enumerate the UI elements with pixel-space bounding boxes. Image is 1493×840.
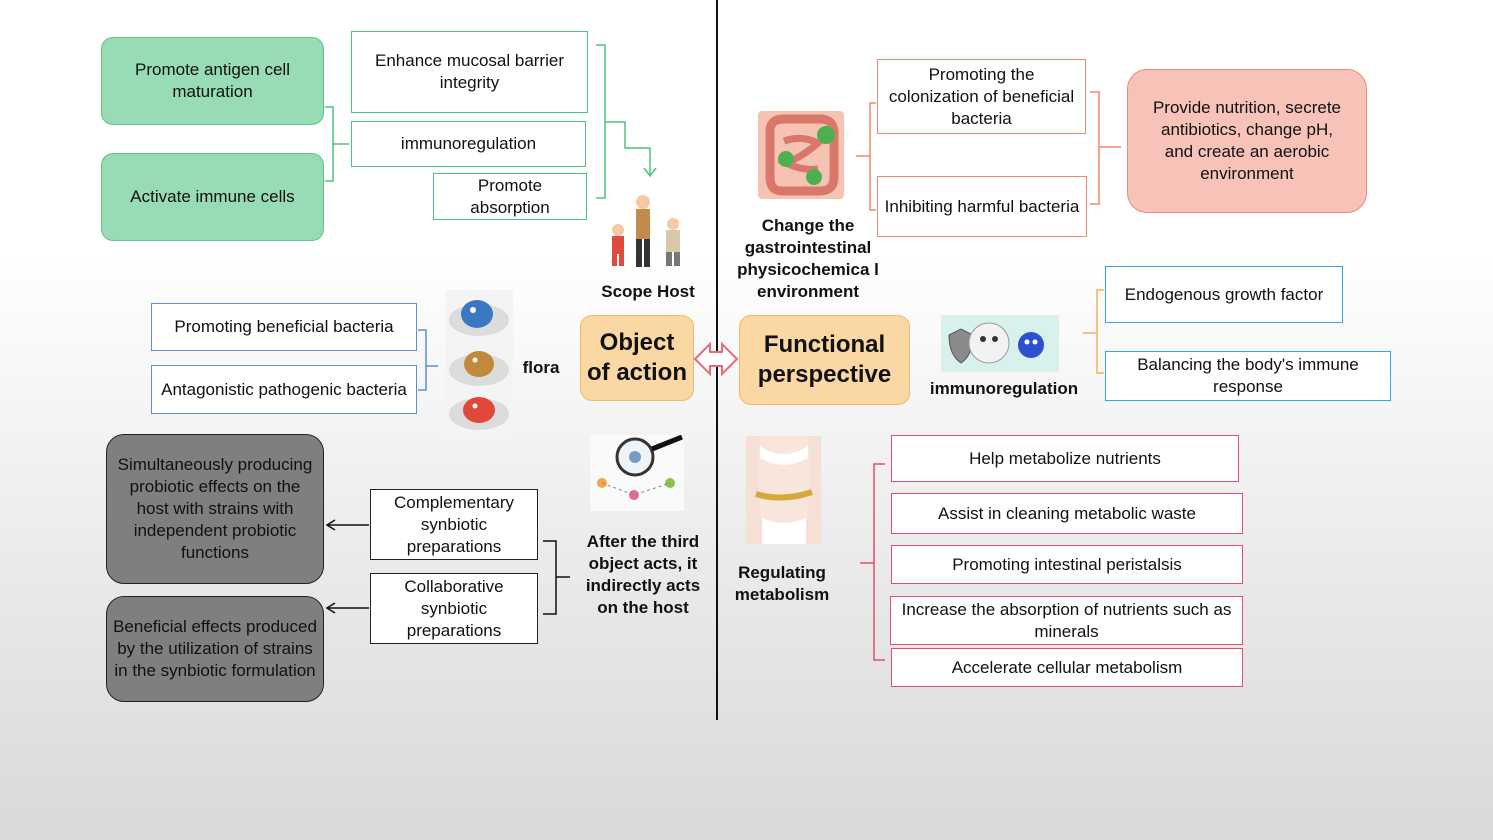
pink-rect-waste-text: Assist in cleaning metabolic waste [938,503,1196,523]
scope-host-label: Scope Host [601,282,695,301]
blue-rect-antagonistic: Antagonistic pathogenic bacteria [151,365,417,414]
blue-rect-beneficial-text: Promoting beneficial bacteria [174,317,394,336]
orange-rect-colonization: Promoting the colonization of beneficial… [877,59,1086,134]
blue-rect-beneficial: Promoting beneficial bacteria [151,303,417,351]
orange-rect-inhibiting-text: Inhibiting harmful bacteria [884,196,1080,216]
gray-box-synbiotic: Beneficial effects produced by the utili… [106,596,324,702]
green-box-immune-cells: Activate immune cells [101,153,324,241]
functional-perspective-text: Functional perspective [757,331,892,388]
gi-label: Change the gastrointestinal physicochemi… [737,216,879,301]
pink-rect-cellular: Accelerate cellular metabolism [891,648,1243,687]
metabolism-label: Regulating metabolism [734,563,830,604]
blue-rect-antagonistic-text: Antagonistic pathogenic bacteria [161,379,407,399]
intestine-icon [758,111,844,199]
black-rect-collaborative-text: Collaborative synbiotic preparations [404,576,504,640]
pink-rect-minerals: Increase the absorption of nutrients suc… [890,596,1243,645]
functional-perspective-box: Functional perspective [739,315,910,405]
green-rect-absorption: Promote absorption [433,173,587,220]
gray-box-independent: Simultaneously producing probiotic effec… [106,434,324,584]
pink-rect-peristalsis-text: Promoting intestinal peristalsis [952,554,1182,574]
bacteria-icon [445,290,513,435]
green-rect-mucosal-text: Enhance mucosal barrier integrity [375,51,564,92]
pink-rect-minerals-text: Increase the absorption of nutrients suc… [901,599,1232,641]
object-of-action-box: Object of action [580,315,694,401]
pink-rect-metabolize: Help metabolize nutrients [891,435,1239,482]
flora-label: flora [522,358,560,377]
black-rect-complementary-text: Complementary synbiotic preparations [394,492,514,556]
green-rect-absorption-text: Promote absorption [470,175,550,217]
pink-rect-metabolize-text: Help metabolize nutrients [969,448,1161,468]
third-object-label: After the third object acts, it indirect… [585,532,701,617]
object-of-action-text: Object of action [587,329,687,386]
cyan-rect-growth-factor: Endogenous growth factor [1105,266,1343,323]
salmon-box-nutrition-text: Provide nutrition, secrete antibiotics, … [1152,98,1342,183]
pink-rect-peristalsis: Promoting intestinal peristalsis [891,545,1243,584]
salmon-box-nutrition: Provide nutrition, secrete antibiotics, … [1127,69,1367,213]
green-rect-immunoregulation: immunoregulation [351,121,586,167]
cyan-rect-immune-response-text: Balancing the body's immune response [1137,355,1359,396]
gray-box-independent-text: Simultaneously producing probiotic effec… [117,455,313,562]
orange-rect-colonization-text: Promoting the colonization of beneficial… [888,64,1075,128]
pink-rect-waste: Assist in cleaning metabolic waste [891,493,1243,534]
waist-icon [746,436,821,544]
pink-rect-cellular-text: Accelerate cellular metabolism [951,657,1183,677]
orange-rect-inhibiting: Inhibiting harmful bacteria [877,176,1087,237]
immunoregulation-label: immunoregulation [929,379,1079,398]
cyan-rect-growth-factor-text: Endogenous growth factor [1124,284,1324,304]
green-box-antigen-text: Promote antigen cell maturation [135,60,290,101]
green-rect-immunoregulation-text: immunoregulation [400,134,537,153]
black-rect-collaborative: Collaborative synbiotic preparations [370,573,538,644]
family-icon [612,195,680,267]
immune-cell-icon [941,315,1059,372]
black-rect-complementary: Complementary synbiotic preparations [370,489,538,560]
green-box-antigen: Promote antigen cell maturation [101,37,324,125]
gray-box-synbiotic-text: Beneficial effects produced by the utili… [113,617,317,680]
double-arrow-icon [693,341,739,377]
green-box-immune-cells-text: Activate immune cells [130,187,295,206]
magnifier-icon [590,435,684,511]
green-rect-mucosal: Enhance mucosal barrier integrity [351,31,588,113]
cyan-rect-immune-response: Balancing the body's immune response [1105,351,1391,401]
